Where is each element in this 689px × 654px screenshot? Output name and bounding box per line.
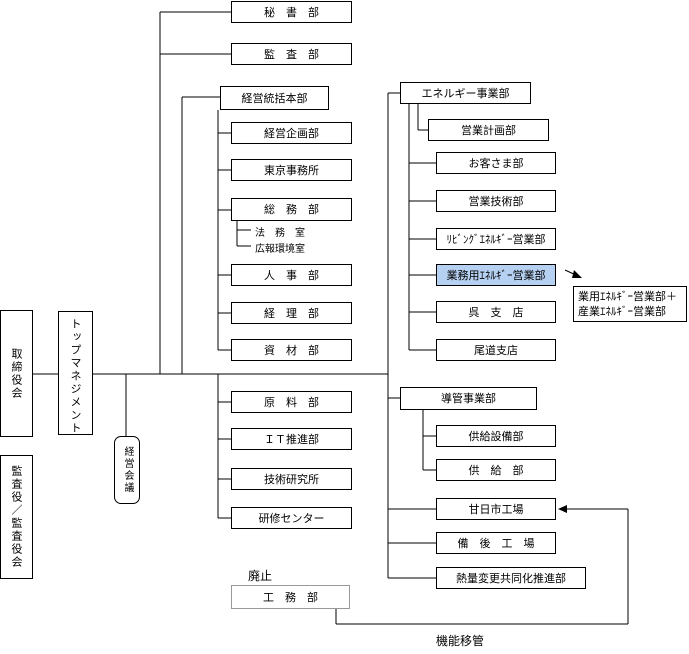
top-management-box: トップマネジメント (58, 311, 93, 435)
general-affairs-label: 総 務 部 (264, 203, 319, 216)
sales-planning-box: 営業計画部 (428, 119, 549, 141)
customer-dept-label: お客さま部 (468, 156, 524, 170)
corporate-hq-box: 経営統括本部 (220, 86, 329, 110)
sales-planning-label: 営業計画部 (461, 123, 516, 137)
supply-facilities-label: 供給設備部 (468, 429, 524, 443)
tech-research-label: 技術研究所 (264, 472, 319, 486)
secretary-dept-box: 秘 書 部 (231, 1, 352, 23)
supply-dept-box: 供 給 部 (436, 459, 556, 481)
kure-branch-box: 呉 支 店 (436, 301, 556, 323)
merged-sales-box: 業用ｴﾈﾙｷﾞｰ営業部＋ 産業ｴﾈﾙｷﾞｰ営業部 (573, 286, 687, 322)
board-of-directors-label: 取締役会 (10, 347, 23, 400)
energy-division-label: エネルギー事業部 (421, 86, 510, 100)
sales-tech-box: 営業技術部 (436, 190, 556, 212)
construction-dept-label: 工 務 部 (263, 590, 318, 604)
living-energy-label: ﾘﾋﾞﾝｸﾞｴﾈﾙｷﾞｰ営業部 (446, 232, 546, 246)
audit-dept-box: 監 査 部 (231, 43, 352, 65)
audit-dept-label: 監 査 部 (264, 47, 319, 61)
function-transfer-label: 機能移管 (436, 634, 485, 648)
onomichi-branch-label: 尾道支店 (474, 343, 518, 357)
management-council-label: 経営会議 (122, 446, 133, 494)
materials-dept-box: 資 材 部 (231, 339, 352, 361)
construction-dept-box: 工 務 部 (231, 585, 350, 609)
living-energy-box: ﾘﾋﾞﾝｸﾞｴﾈﾙｷﾞｰ営業部 (436, 228, 556, 250)
abolished-label: 廃止 (248, 569, 273, 583)
secretary-dept-label: 秘 書 部 (264, 5, 319, 19)
tech-research-box: 技術研究所 (231, 468, 352, 490)
auditors-label: 監査役／監査役会 (10, 465, 23, 569)
personnel-dept-label: 人 事 部 (264, 268, 319, 282)
board-of-directors-box: 取締役会 (0, 310, 33, 437)
merged-sales-line2: 産業ｴﾈﾙｷﾞｰ営業部 (578, 305, 666, 318)
calorific-promo-label: 熱量変更共同化推進部 (456, 571, 566, 585)
legal-office-label: 法 務 室 (255, 228, 305, 239)
raw-materials-dept-label: 原 料 部 (264, 395, 319, 409)
it-promo-dept-box: ＩＴ推進部 (231, 428, 352, 450)
management-council-box: 経営会議 (114, 436, 140, 504)
tokyo-office-box: 東京事務所 (231, 159, 352, 181)
hatsukaichi-plant-label: 甘日市工場 (468, 502, 524, 516)
customer-dept-box: お客さま部 (436, 152, 556, 174)
supply-facilities-box: 供給設備部 (436, 425, 556, 447)
corporate-hq-label: 経営統括本部 (241, 91, 308, 105)
business-energy-box: 業務用ｴﾈﾙｷﾞｰ営業部 (436, 264, 556, 286)
bingo-plant-label: 備 後 工 場 (457, 536, 535, 550)
calorific-promo-box: 熱量変更共同化推進部 (436, 567, 586, 589)
pipeline-division-box: 導管事業部 (400, 387, 537, 410)
business-energy-label: 業務用ｴﾈﾙｷﾞｰ営業部 (446, 268, 546, 282)
tokyo-office-label: 東京事務所 (264, 163, 319, 177)
it-promo-dept-label: ＩＴ推進部 (264, 432, 319, 446)
pipeline-division-label: 導管事業部 (441, 392, 496, 405)
accounting-dept-box: 経 理 部 (231, 302, 352, 324)
top-management-label: トップマネジメント (69, 318, 82, 435)
auditors-box: 監査役／監査役会 (0, 455, 33, 579)
merged-sales-line1: 業用ｴﾈﾙｷﾞｰ営業部＋ (578, 290, 677, 303)
training-center-box: 研修センター (231, 507, 352, 529)
sales-tech-label: 営業技術部 (468, 194, 524, 208)
raw-materials-dept-box: 原 料 部 (231, 391, 352, 413)
corp-planning-label: 経営企画部 (264, 126, 319, 140)
kure-branch-label: 呉 支 店 (468, 305, 524, 319)
materials-dept-label: 資 材 部 (264, 343, 319, 357)
personnel-dept-box: 人 事 部 (231, 264, 352, 286)
onomichi-branch-box: 尾道支店 (436, 339, 556, 361)
corp-planning-box: 経営企画部 (231, 122, 352, 144)
general-affairs-box: 総 務 部 (231, 198, 352, 221)
energy-division-box: エネルギー事業部 (400, 82, 531, 104)
training-center-label: 研修センター (258, 511, 325, 525)
bingo-plant-box: 備 後 工 場 (436, 532, 556, 554)
hatsukaichi-plant-box: 甘日市工場 (436, 498, 556, 520)
supply-dept-label: 供 給 部 (468, 463, 524, 477)
accounting-dept-label: 経 理 部 (264, 306, 319, 320)
pr-env-office-label: 広報環境室 (255, 244, 305, 255)
